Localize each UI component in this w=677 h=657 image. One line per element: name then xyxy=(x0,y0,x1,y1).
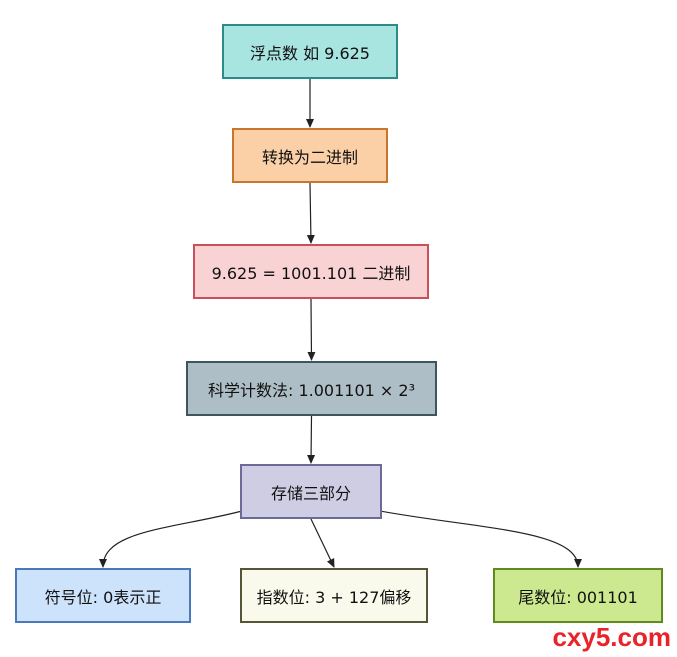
edge-binary-value-to-scientific-notation xyxy=(307,298,316,361)
edge-convert-binary-to-binary-value xyxy=(306,182,315,244)
binary-value-node: 9.625 = 1001.101 二进制 xyxy=(193,244,429,299)
float-input-label: 浮点数 如 9.625 xyxy=(250,43,370,63)
edge-store-three-parts-to-sign-bit xyxy=(99,510,243,568)
edge-scientific-notation-to-store-three-parts xyxy=(307,415,316,464)
store-three-parts-label: 存储三部分 xyxy=(270,483,351,503)
mantissa-bits-label: 尾数位: 001101 xyxy=(518,587,638,607)
exponent-bits-label: 指数位: 3 + 127偏移 xyxy=(256,587,412,607)
exponent-bits-node: 指数位: 3 + 127偏移 xyxy=(240,568,428,623)
float-input-node: 浮点数 如 9.625 xyxy=(222,24,398,79)
convert-binary-node: 转换为二进制 xyxy=(232,128,388,183)
binary-value-label: 9.625 = 1001.101 二进制 xyxy=(211,263,411,283)
edge-store-three-parts-to-exponent-bits xyxy=(310,518,335,568)
convert-binary-label: 转换为二进制 xyxy=(261,147,358,167)
scientific-notation-node: 科学计数法: 1.001101 × 2³ xyxy=(186,361,437,416)
edge-store-three-parts-to-mantissa-bits xyxy=(379,510,582,568)
scientific-notation-label: 科学计数法: 1.001101 × 2³ xyxy=(208,380,415,400)
sign-bit-node: 符号位: 0表示正 xyxy=(15,568,191,623)
mantissa-bits-node: 尾数位: 001101 xyxy=(493,568,663,623)
watermark-logo: cxy5.com xyxy=(552,622,671,652)
store-three-parts-node: 存储三部分 xyxy=(240,464,382,519)
sign-bit-label: 符号位: 0表示正 xyxy=(44,587,162,607)
